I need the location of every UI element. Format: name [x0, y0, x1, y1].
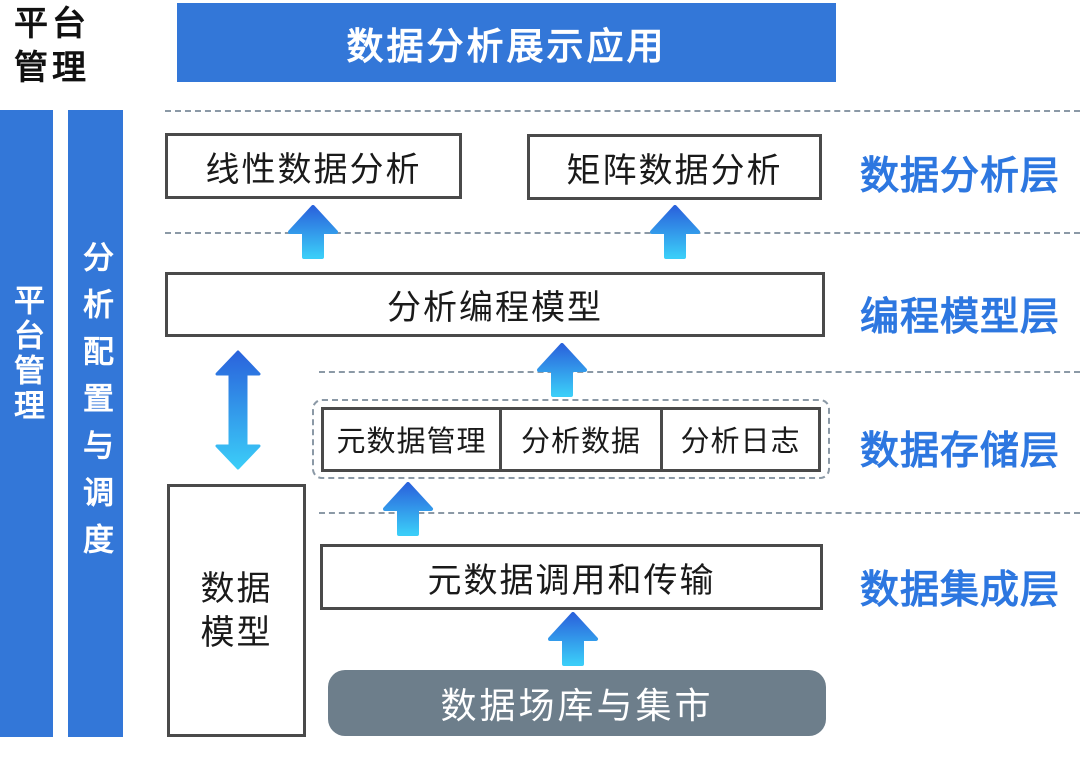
cell-analysis-data: 分析数据	[502, 409, 663, 469]
double-arrow-icon-model-programming	[215, 350, 261, 470]
corner-title: 平台管理	[14, 2, 90, 90]
corner-title-line2: 管理	[14, 49, 90, 87]
label-programming-model-layer: 编程模型层	[860, 296, 1061, 339]
sidebar-analysis-config-scheduling: 分析配置与调度	[68, 110, 123, 737]
layer-separator-2	[165, 232, 1080, 234]
up-arrow-icon-to-matrix-analysis	[650, 205, 700, 259]
box-linear-label: 线性数据分析	[205, 150, 422, 189]
box-matrix-label: 矩阵数据分析	[566, 151, 783, 190]
box-programming-label: 分析编程模型	[387, 289, 603, 327]
box-data-model-line1: 数据	[200, 569, 273, 608]
box-data-warehouse-mart: 数据场库与集市	[328, 670, 826, 736]
storage-dashed-container: 元数据管理 分析数据 分析日志	[312, 399, 830, 479]
storage-cells-row: 元数据管理 分析数据 分析日志	[321, 406, 821, 472]
corner-title-line1: 平台	[14, 5, 90, 43]
label-data-integration-layer: 数据集成层	[860, 569, 1061, 612]
layer-separator-4	[319, 512, 1080, 514]
sidebar-platform-management: 平台管理	[0, 110, 53, 737]
up-arrow-icon-to-storage	[383, 482, 433, 536]
sidebar-platform-management-label: 平台管理	[9, 283, 44, 424]
box-transfer-label: 元数据调用和传输	[427, 561, 716, 600]
banner-label: 数据分析展示应用	[346, 25, 667, 67]
sidebar-analysis-config-label: 分析配置与调度	[78, 241, 113, 570]
box-metadata-transfer: 元数据调用和传输	[320, 544, 823, 610]
warehouse-label: 数据场库与集市	[440, 685, 714, 726]
box-data-model-line2: 模型	[200, 613, 273, 652]
box-data-model: 数据 模型	[167, 484, 306, 737]
banner-data-analysis-display-app: 数据分析展示应用	[177, 3, 836, 82]
layer-separator-3	[319, 371, 1080, 373]
layer-separator-1	[165, 110, 1080, 112]
up-arrow-icon-to-metadata-transfer	[548, 612, 598, 666]
box-linear-data-analysis: 线性数据分析	[165, 133, 462, 199]
label-data-storage-layer: 数据存储层	[860, 430, 1061, 473]
cell-analysis-log: 分析日志	[680, 426, 801, 458]
box-analysis-programming-model: 分析编程模型	[165, 272, 825, 337]
label-data-analysis-layer: 数据分析层	[860, 155, 1061, 198]
box-matrix-data-analysis: 矩阵数据分析	[527, 134, 822, 200]
up-arrow-icon-to-programming-model	[537, 343, 587, 397]
up-arrow-icon-to-linear-analysis	[288, 205, 338, 259]
cell-metadata-management: 元数据管理	[324, 409, 502, 469]
